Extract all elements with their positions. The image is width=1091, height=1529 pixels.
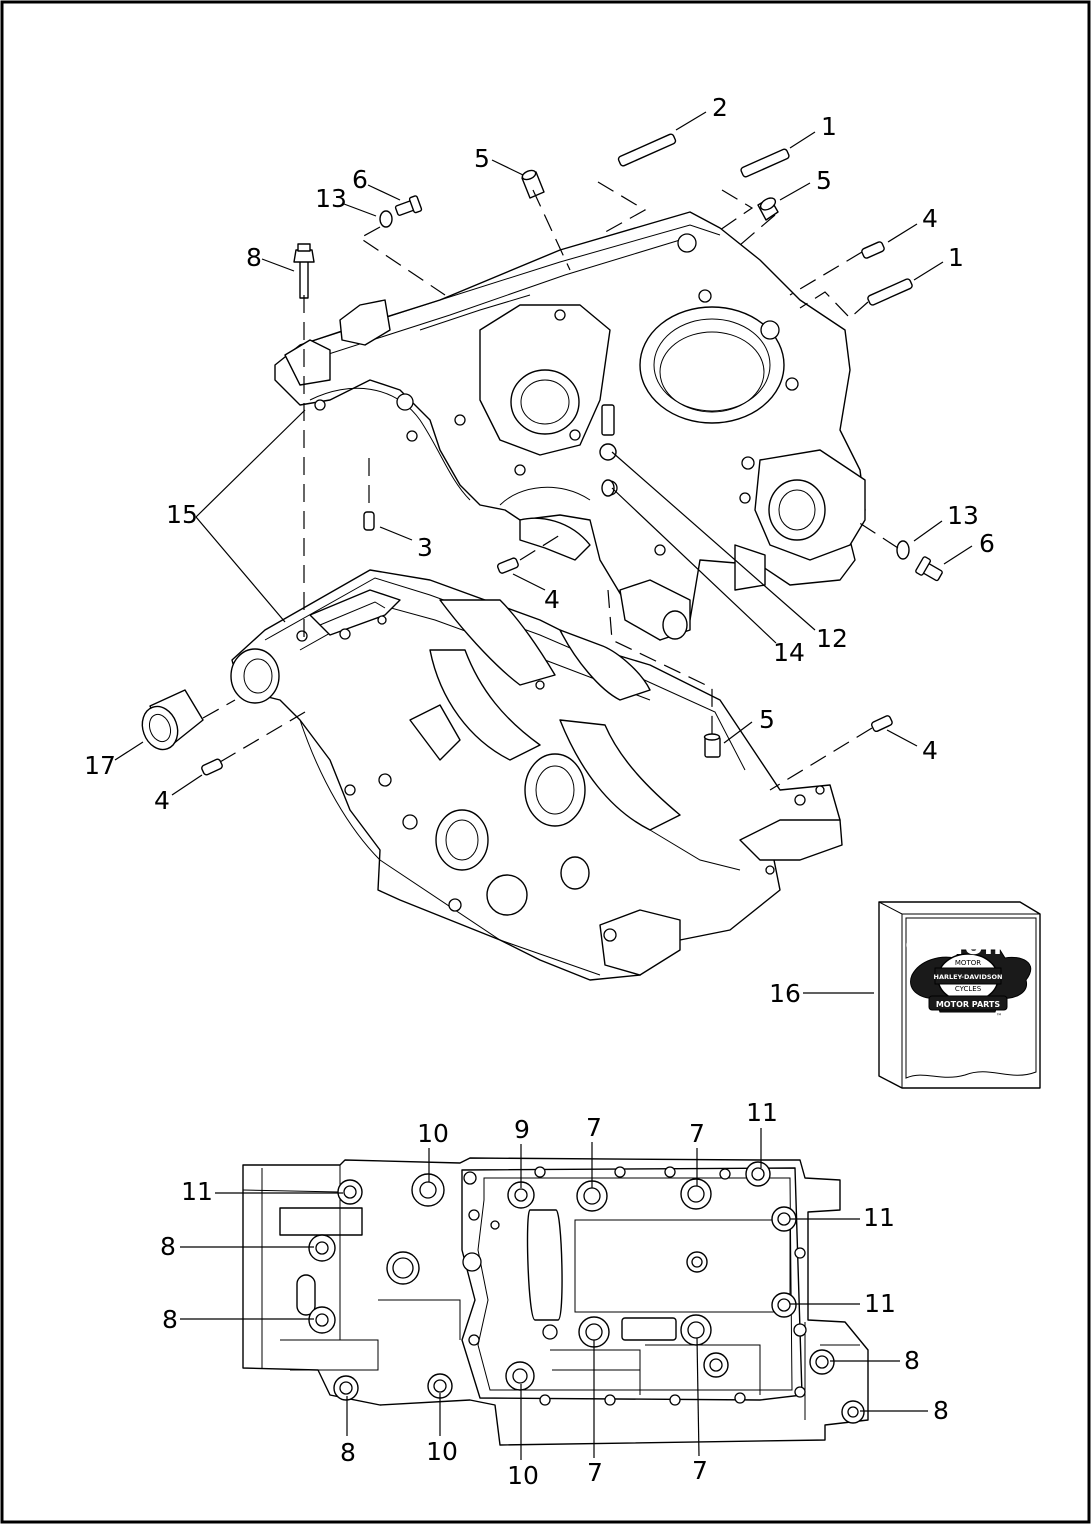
callout-11-top: 11 xyxy=(746,1098,778,1127)
callout-12: 12 xyxy=(816,624,848,653)
bolt-8-top xyxy=(293,243,315,299)
dowel-4-lower-right xyxy=(871,715,893,733)
dowel-4-middle xyxy=(496,557,519,574)
dowel-pin-1-right xyxy=(867,278,913,306)
callout-9: 9 xyxy=(514,1115,530,1144)
logo-cycles-text: CYCLES xyxy=(955,985,982,993)
loose-hardware xyxy=(141,133,943,776)
washer-13-top xyxy=(379,210,393,228)
callout-4-lower-right: 4 xyxy=(922,736,938,765)
dowel-pin-1-top xyxy=(740,148,790,178)
lower-crankcase-half xyxy=(230,569,843,981)
callout-10-top: 10 xyxy=(417,1119,449,1148)
stud-12 xyxy=(599,404,617,461)
leader-lines xyxy=(114,111,973,1460)
callout-7-top-left: 7 xyxy=(586,1113,602,1142)
callout-6-top: 6 xyxy=(352,165,368,194)
callout-5-right: 5 xyxy=(816,166,832,195)
callout-1-top: 1 xyxy=(821,112,837,141)
logo-motor-text: MOTOR xyxy=(955,959,981,967)
callouts-exploded-view: 2 1 5 5 4 1 6 13 8 15 3 4 13 6 12 14 5 4… xyxy=(84,93,995,1008)
logo-motor-parts-text: MOTOR PARTS xyxy=(936,1000,1001,1009)
callout-10-bottom-left: 10 xyxy=(426,1437,458,1466)
bolt-6-right xyxy=(915,556,943,582)
callout-4-top-right: 4 xyxy=(922,204,938,233)
callout-15: 15 xyxy=(166,500,198,529)
bolt-6-top xyxy=(394,195,423,216)
bottom-bolt-bosses xyxy=(308,1161,865,1424)
callout-5-lower: 5 xyxy=(759,705,775,734)
callout-11-left: 11 xyxy=(181,1177,213,1206)
genuine-motor-parts-logo: GENUINE MOTOR HARLEY-DAVIDSON CYCLES MOT… xyxy=(905,931,1032,1020)
callout-11-right-lower: 11 xyxy=(864,1289,896,1318)
callout-13-right: 13 xyxy=(947,501,979,530)
gasket-kit-box-16: GENUINE MOTOR HARLEY-DAVIDSON CYCLES MOT… xyxy=(878,901,1041,1089)
callout-8-bottom: 8 xyxy=(340,1438,356,1467)
dowel-4-lower-left xyxy=(201,758,223,776)
callout-10-bottom-center: 10 xyxy=(507,1461,539,1490)
upper-crankcase-half xyxy=(274,211,866,641)
callouts-bottom-view: 10 9 7 7 11 11 11 8 11 8 8 8 8 10 10 7 7 xyxy=(160,1098,949,1490)
callout-7-top-right: 7 xyxy=(689,1119,705,1148)
callout-8-left-upper: 8 xyxy=(160,1232,176,1261)
callout-4-lower-left: 4 xyxy=(154,786,170,815)
callout-11-right-upper: 11 xyxy=(863,1203,895,1232)
crankcase-bottom-view xyxy=(242,1157,869,1446)
callout-3: 3 xyxy=(417,533,433,562)
callout-13-top: 13 xyxy=(315,184,347,213)
callout-7-bottom-right: 7 xyxy=(692,1456,708,1485)
sleeve-5-right xyxy=(757,197,779,221)
logo-tm: ™ xyxy=(996,1013,1002,1020)
callout-17: 17 xyxy=(84,751,116,780)
callout-8-right-upper: 8 xyxy=(904,1346,920,1375)
callout-8-top: 8 xyxy=(246,243,262,272)
callout-8-left-lower: 8 xyxy=(162,1305,178,1334)
dowel-4-top-right xyxy=(861,241,885,259)
callout-1-right: 1 xyxy=(948,243,964,272)
dowel-pin-2 xyxy=(617,133,677,167)
logo-genuine-text: GENUINE xyxy=(905,931,1031,960)
callout-6-right: 6 xyxy=(979,529,995,558)
callout-8-right-lower: 8 xyxy=(933,1396,949,1425)
callout-5-left: 5 xyxy=(474,144,490,173)
callout-14: 14 xyxy=(773,638,805,667)
callout-4-middle: 4 xyxy=(544,585,560,614)
bushing-17 xyxy=(141,689,204,751)
logo-brand-text: HARLEY-DAVIDSON xyxy=(934,973,1003,981)
callout-7-bottom-left: 7 xyxy=(587,1458,603,1487)
dowel-3 xyxy=(363,511,375,531)
sleeve-5-left xyxy=(521,169,545,199)
sleeve-5-lower xyxy=(703,733,721,758)
callout-2: 2 xyxy=(712,93,728,122)
callout-16: 16 xyxy=(769,979,801,1008)
assembly-lines xyxy=(202,181,899,791)
plug-14 xyxy=(601,479,615,497)
washer-13-right xyxy=(896,540,910,560)
